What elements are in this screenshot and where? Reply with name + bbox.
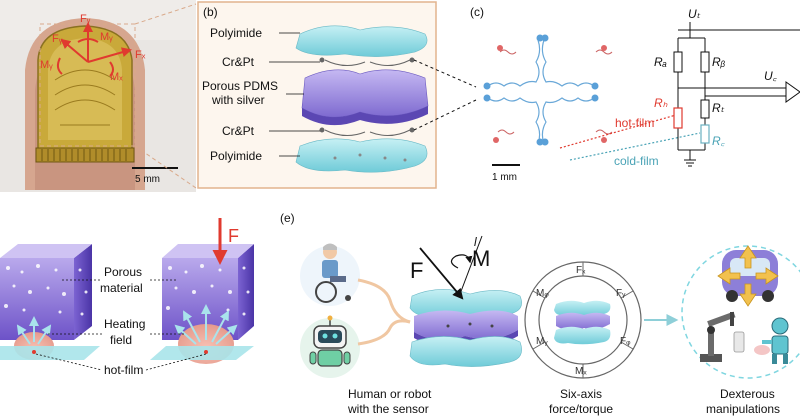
robot-arm-icon [700,311,736,362]
resistor-hot-label: Rₕ [654,96,668,110]
supply-voltage-label: Uₜ [688,7,701,21]
human-wheelchair-icon [300,243,360,306]
circuit-scale-label: 1 mm [492,172,517,183]
ring-label-mz: Mᵩ [536,288,549,299]
caption-human-robot-2: with the sensor [347,402,429,416]
resistor-a-label: Rₐ [654,55,667,69]
lever-arm-label: l [474,235,477,249]
moment-z-label: Mᵧ [100,31,113,43]
caption-dexterous-2: manipulations [706,402,780,416]
output-voltage-label: U꜀ [764,69,778,83]
ring-label-my: Mᵧ [536,336,548,347]
sensor-sandwich [409,289,522,367]
humanoid-robot-icon [754,317,789,364]
moment-y-label: Mᵧ [40,59,53,71]
layer-label-crpt-top: Cr&Pt [222,55,255,69]
force-arrow-label: F [228,226,239,246]
panel-e-tag: (e) [280,211,295,225]
ring-label-mx: Mₓ [575,366,587,377]
resistor-b-label: Rᵦ [712,55,726,69]
manipulation-circle [681,245,800,379]
robot-icon [300,315,360,378]
heating-label: Heating [104,317,145,331]
layer-label-crpt-bottom: Cr&Pt [222,124,255,138]
panel-e-applications: (e) [280,211,800,416]
car-icon [722,250,778,302]
ring-label-fy: Fᵧ [616,288,626,299]
material-label: material [100,281,143,295]
resistor-t-label: Rₜ [712,101,725,115]
ring-label-fx: Fₓ [576,265,586,276]
field-label: field [110,333,132,347]
bottle-icon [733,331,745,353]
direction-cross-icon [717,245,779,307]
photo-scale-label: 5 mm [135,174,160,185]
layer-label-with-silver: with silver [211,93,265,107]
applied-moment-label: M [472,246,490,271]
layer-label-polyimide-bottom: Polyimide [210,149,262,163]
applied-force-label: F [410,258,423,283]
layer-label-polyimide-top: Polyimide [210,26,262,40]
hot-film-label: hot-film [615,116,654,130]
ring-label-fz: Fᵩ [620,336,631,347]
caption-six-axis-2: force/torque [549,402,613,416]
caption-dexterous-1: Dexterous [720,387,775,401]
serpentine-traces [487,39,595,145]
porous-label: Porous [104,265,142,279]
resistor-cold-label: R꜀ [712,134,726,148]
six-axis-ring: Fₓ Fᵧ Fᵩ Mₓ Mᵧ Mᵩ [524,261,642,379]
panel-b-layer-stack: (b) Polyimide Cr&Pt Porous PDMS with [197,1,437,189]
moment-x-label: Mₓ [110,71,123,83]
cold-film-label: cold-film [614,154,659,168]
panel-c-circuit: (c) 1 mm hot-film cold-film [470,5,800,183]
force-y-label: Fᵧ [52,33,63,45]
panel-c-tag: (c) [470,5,484,19]
panel-a-photo: Fᵧ Mᵧ Fₓ Mₓ Fᵧ Mᵧ 5 mm [0,0,196,192]
force-z-label: Fᵧ [80,13,91,25]
wheatstone-bridge [673,22,800,167]
caption-six-axis-1: Six-axis [560,387,602,401]
caption-human-robot-1: Human or robot [348,387,432,401]
hot-film-cube-label: hot-film [104,363,143,377]
panel-b-tag: (b) [203,5,218,19]
force-x-label: Fₓ [135,49,146,61]
panel-d-porous-cubes: F Porous material Heating field hot-film [0,218,254,377]
layer-label-porous-pdms: Porous PDMS [202,79,278,93]
